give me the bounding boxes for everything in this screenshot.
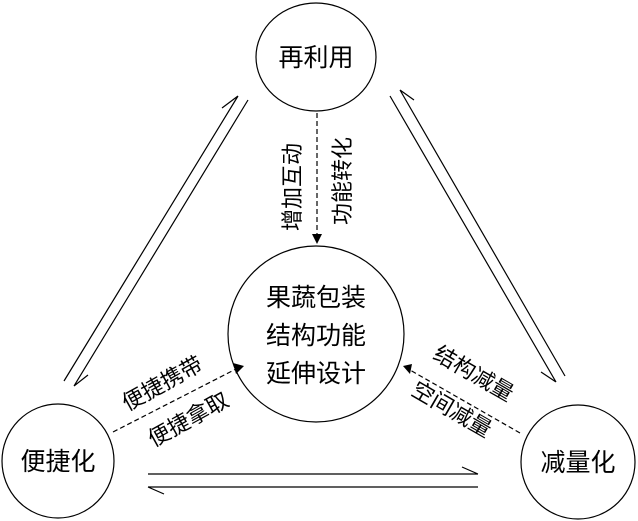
node-reuse-circle (255, 2, 377, 112)
arrowhead-top (312, 234, 322, 244)
node-center-circle (227, 245, 405, 423)
node-convenience-label: 便捷化 (20, 447, 95, 476)
arrow-right-down (389, 95, 557, 383)
node-reuse-label: 再利用 (278, 43, 353, 72)
label-increase-interaction: 增加互动 (281, 143, 306, 231)
center-line-1: 果蔬包装 (266, 283, 366, 312)
arrowhead-left (233, 363, 244, 374)
node-convenience-circle (1, 403, 115, 519)
arrow-bottom-left (147, 486, 478, 495)
arrow-right-up (399, 89, 566, 377)
arrow-left-down (73, 99, 249, 387)
arrow-left-up (63, 95, 239, 382)
center-line-3: 延伸设计 (266, 359, 366, 388)
arrowhead-right (403, 364, 412, 374)
node-reduction-circle (520, 404, 636, 520)
arrow-bottom-right (148, 466, 479, 475)
label-function-conversion: 功能转化 (331, 137, 356, 225)
dashed-arrow-left (112, 368, 237, 433)
dashed-arrow-right (409, 369, 521, 434)
node-reduction-label: 减量化 (540, 448, 615, 477)
center-line-2: 结构功能 (266, 321, 366, 350)
